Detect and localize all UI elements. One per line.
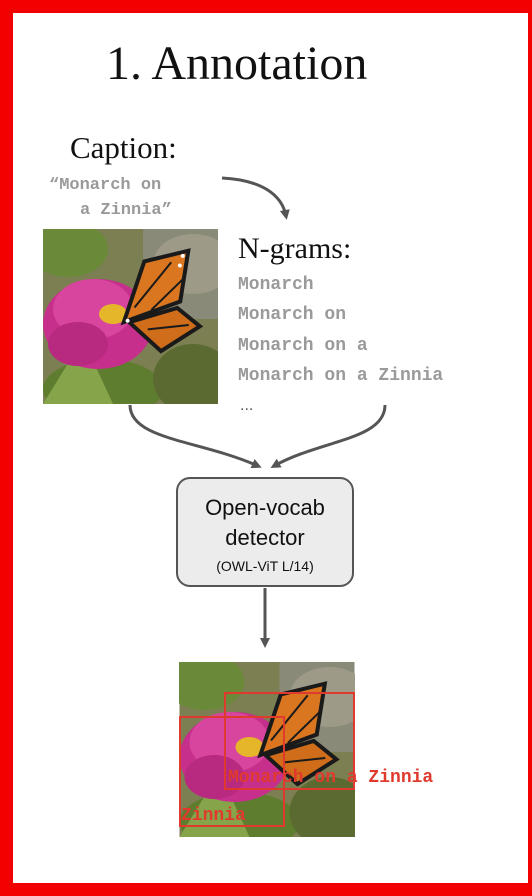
caption-to-ngrams-arrow <box>222 178 286 216</box>
ngrams-to-detector-arrow <box>274 405 385 466</box>
photo-to-detector-arrow <box>130 405 258 466</box>
